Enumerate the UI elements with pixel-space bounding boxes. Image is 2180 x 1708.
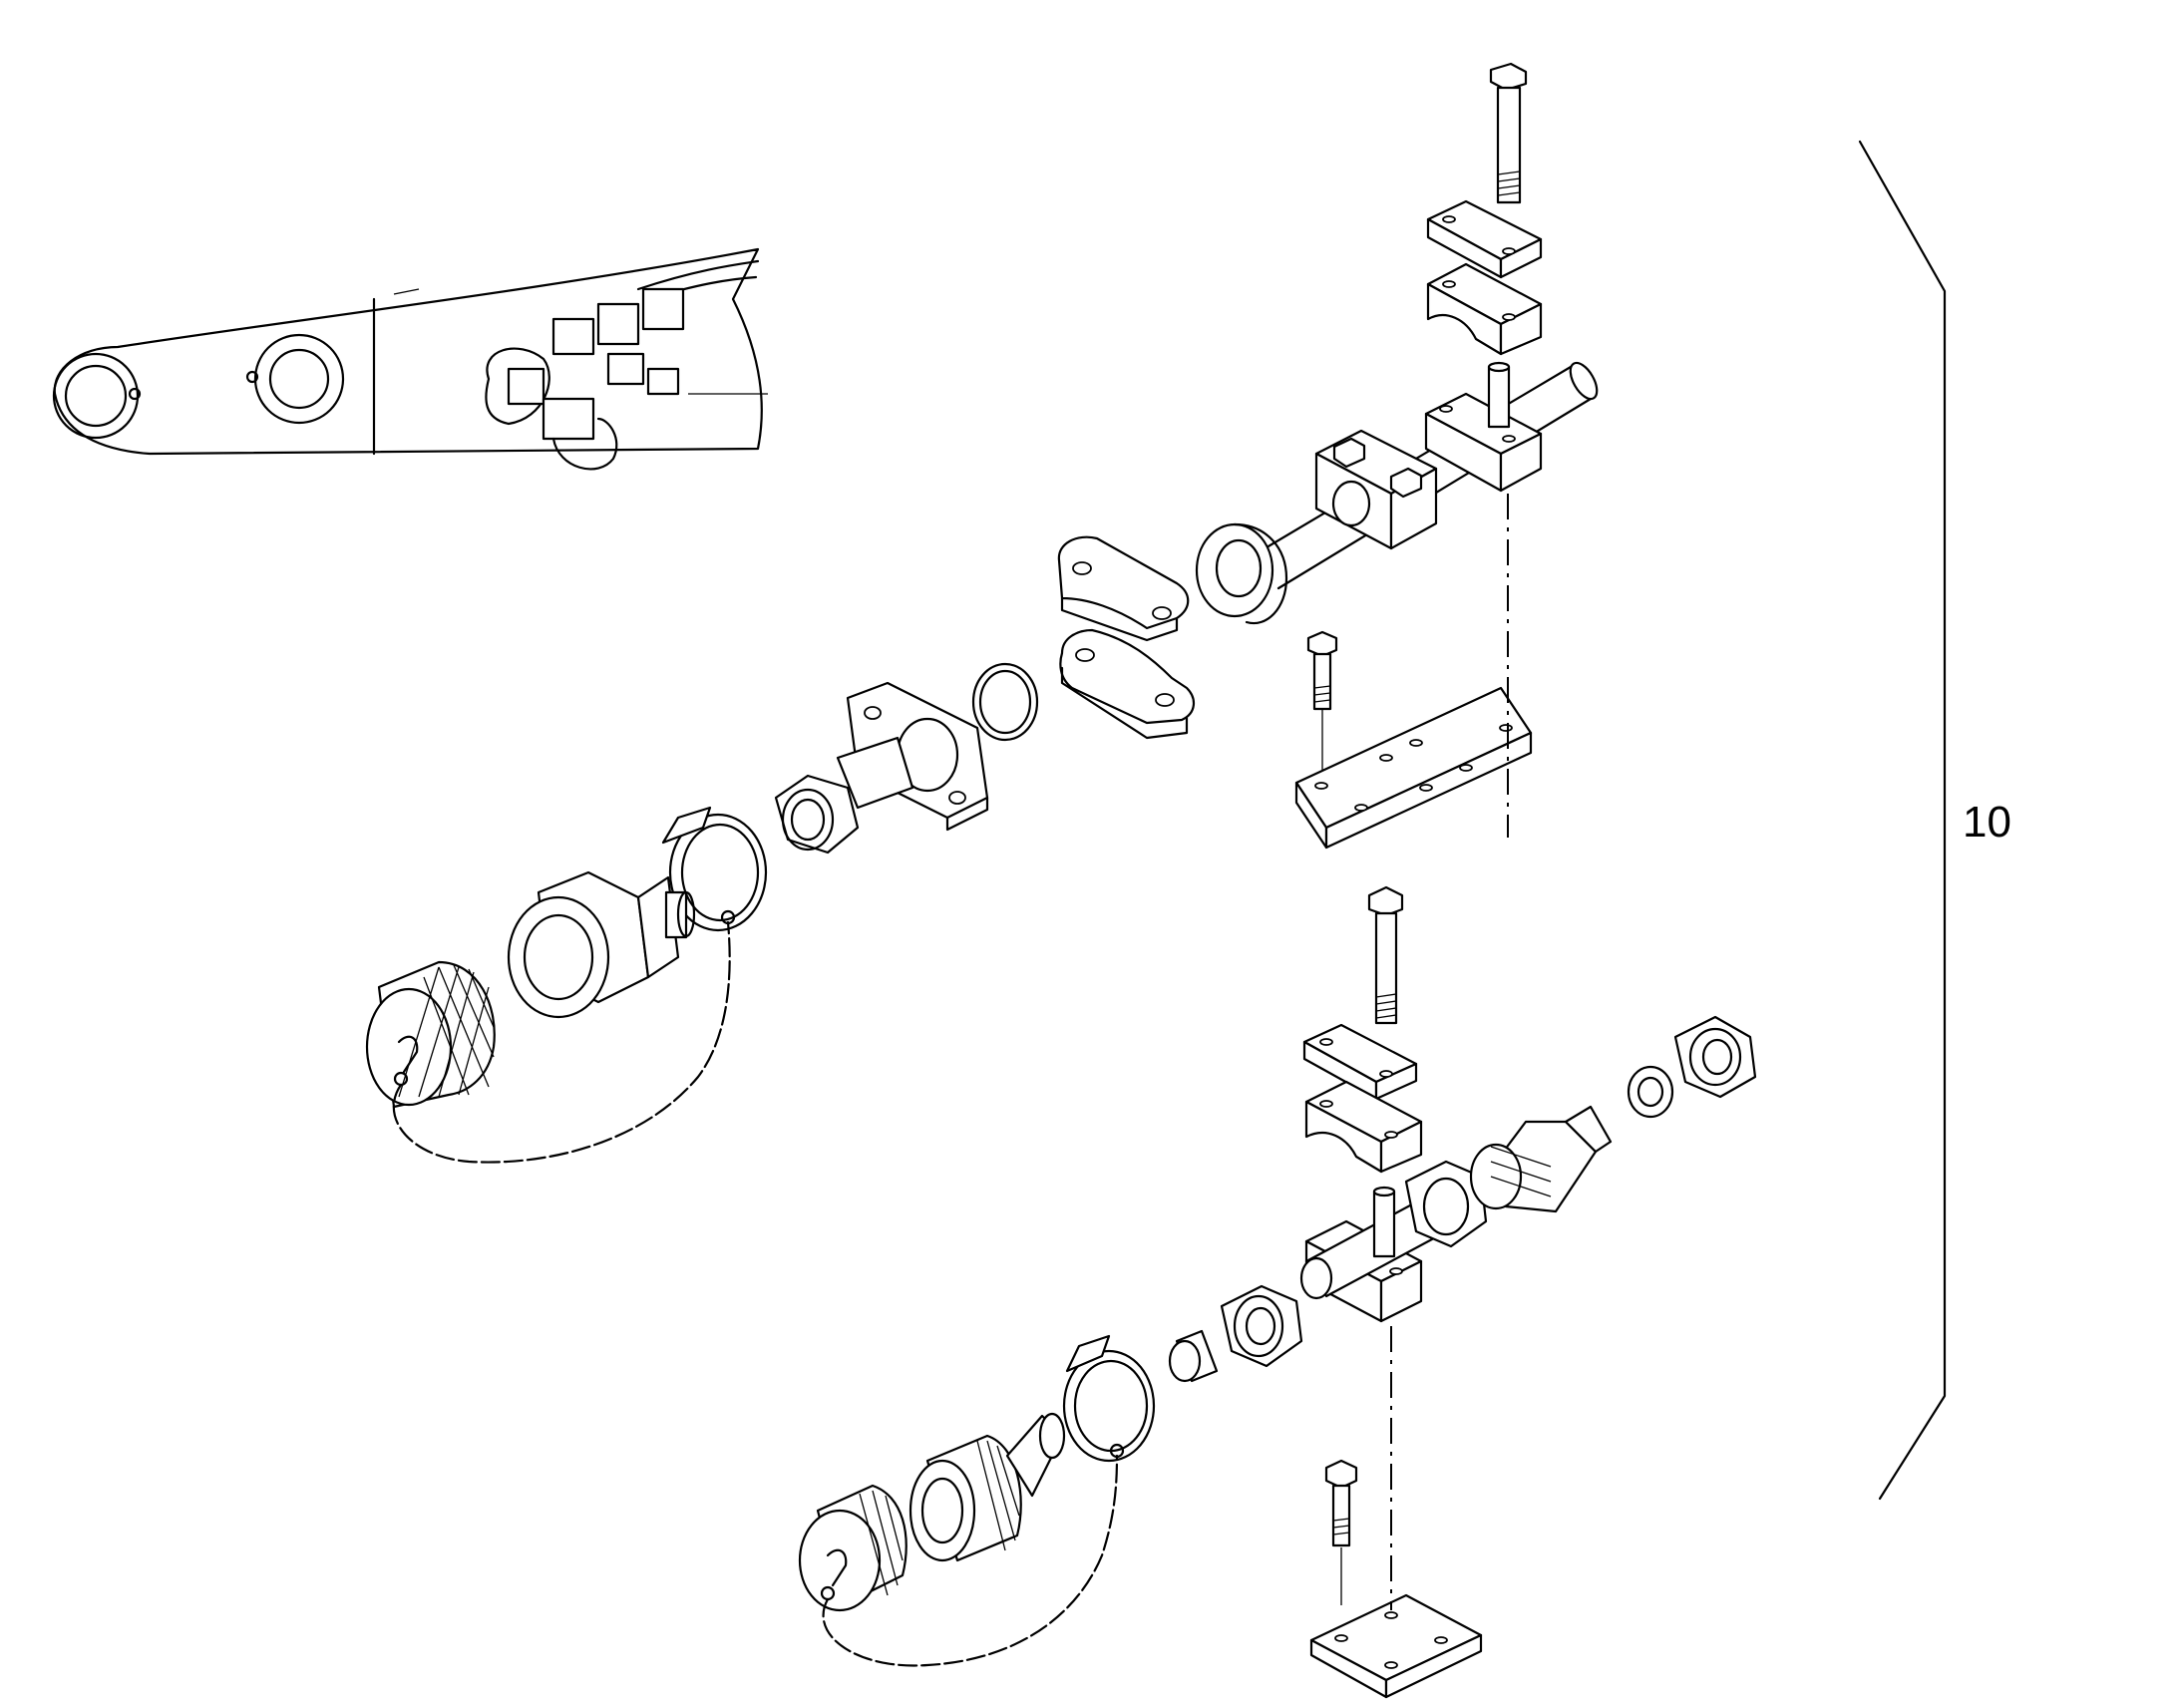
clamp-top-plate: [1426, 199, 1543, 279]
retainer-chain-lower: [822, 1454, 1119, 1667]
flange-adapter: [836, 681, 989, 832]
pipe-clamp-double: [1314, 429, 1438, 550]
clamp-lower-block: [1424, 361, 1543, 493]
hex-nut-left: [1220, 1284, 1303, 1368]
clamp-top-plate-lower: [1302, 1023, 1418, 1101]
mounting-plate-upper: [1294, 686, 1533, 850]
hex-nut-right-2: [1673, 1015, 1757, 1099]
split-flange-upper: [1057, 535, 1190, 642]
lower-coupling-assembly: [798, 885, 1757, 1699]
clamp-upper-half-lower: [1304, 1080, 1423, 1174]
cap-retainer-ring-lower: [1062, 1334, 1156, 1463]
bolt-top: [1489, 62, 1528, 204]
o-ring: [971, 662, 1039, 742]
quick-coupling-upper: [507, 870, 696, 1019]
grouping-bracket: [1858, 140, 1947, 1501]
bolt-small-upper: [1306, 630, 1338, 773]
flange-washer: [1195, 522, 1288, 625]
dust-cap-lower: [798, 1484, 908, 1612]
mounting-plate-lower: [1309, 1593, 1483, 1699]
bolt-lower: [1367, 885, 1404, 1025]
union-adapter: [1469, 1105, 1613, 1213]
split-flange-lower: [1059, 628, 1195, 740]
ferrule-right: [1627, 1065, 1674, 1119]
hex-nut-right-1: [1404, 1160, 1488, 1248]
dust-cap-upper: [365, 960, 496, 1109]
upper-coupling-assembly: [365, 62, 1599, 1164]
ferrule-left: [1168, 1329, 1219, 1383]
retainer-chain-upper: [392, 920, 731, 1164]
clamp-upper-half: [1426, 262, 1543, 356]
item-number-label: 10: [1963, 798, 2011, 847]
quick-coupling-lower: [908, 1412, 1066, 1562]
bolt-small-lower: [1324, 1459, 1358, 1605]
boom-arm-inset: [52, 247, 768, 471]
hex-nut-upper: [774, 774, 860, 854]
